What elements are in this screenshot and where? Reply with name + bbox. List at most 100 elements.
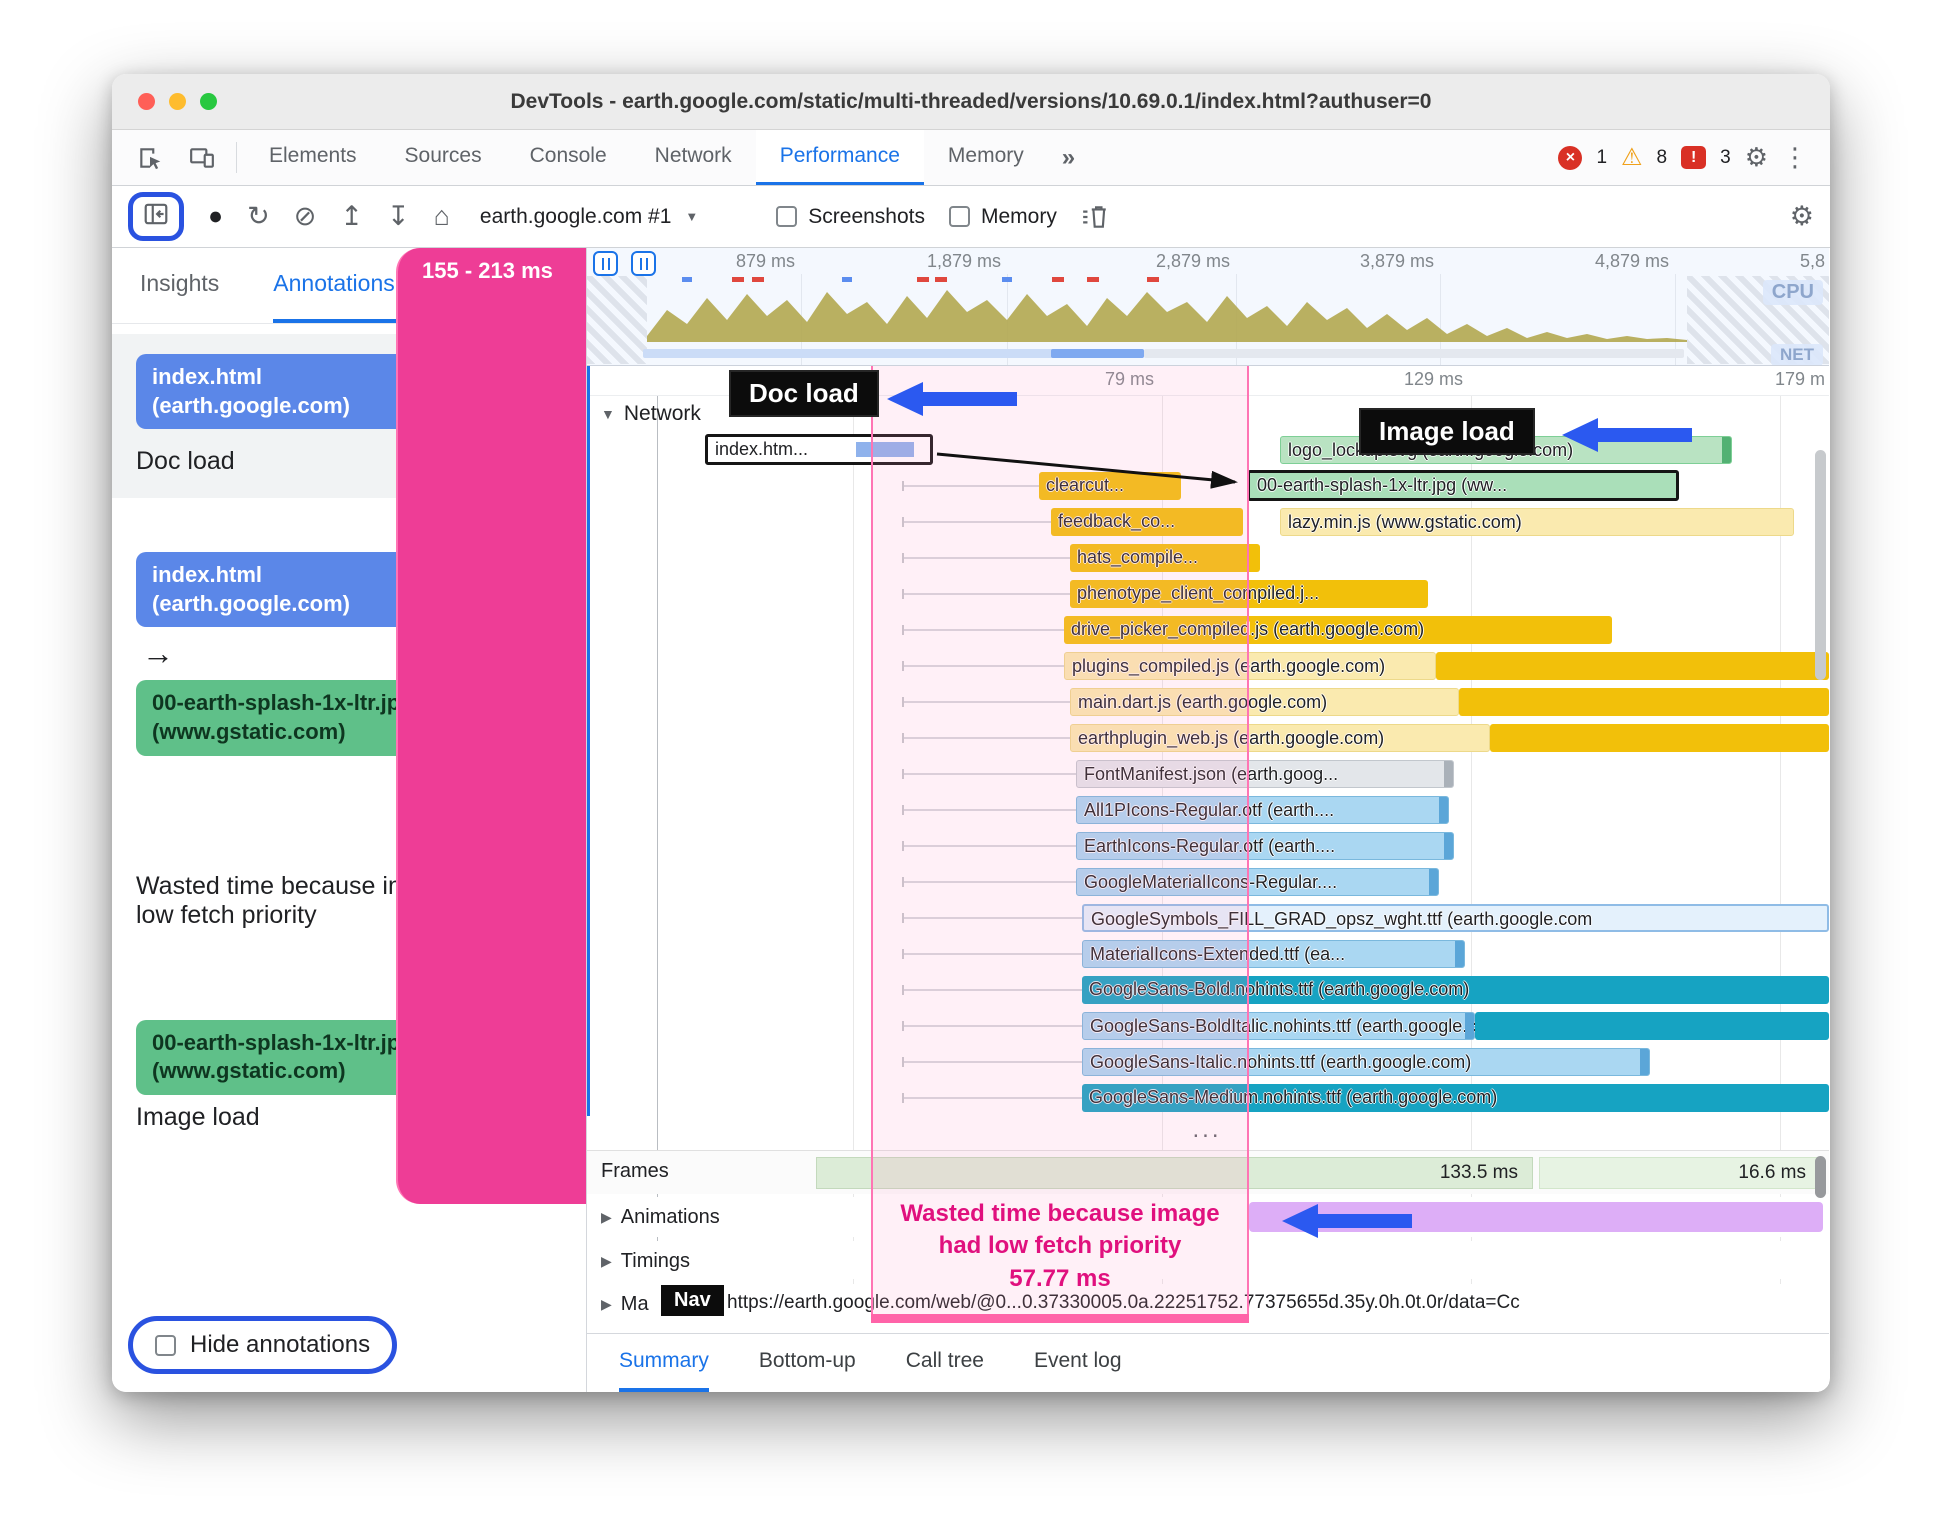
request-whisker [902, 1057, 1082, 1067]
overview-tick: 2,879 ms [1155, 251, 1230, 271]
annotation-card-doc-load[interactable]: index.html (earth.google.com) Doc load [112, 334, 586, 499]
tab-bottom-up[interactable]: Bottom-up [759, 1334, 856, 1392]
close-button[interactable] [138, 93, 155, 110]
expand-triangle-icon[interactable]: ▶ [601, 1209, 612, 1225]
range-handle-left[interactable] [593, 251, 618, 276]
network-request-bar[interactable]: GoogleSans-Bold.nohints.ttf (earth.googl… [1082, 976, 1829, 1004]
kebab-menu-icon[interactable]: ⋮ [1782, 142, 1808, 172]
network-request-bar[interactable]: EarthIcons-Regular.otf (earth.... [1076, 832, 1454, 860]
home-icon[interactable]: ⌂ [433, 201, 450, 231]
tab-console[interactable]: Console [506, 130, 631, 185]
trash-icon[interactable] [482, 373, 510, 410]
minimize-button[interactable] [169, 93, 186, 110]
network-request-bar[interactable]: GoogleMaterialIcons-Regular.... [1076, 868, 1439, 896]
request-whisker [902, 877, 1076, 887]
network-request-bar[interactable]: GoogleSans-Italic.nohints.ttf (earth.goo… [1082, 1048, 1650, 1076]
annotation-entry-pill[interactable]: 00-earth-splash-1x-ltr.jpg (www.gstatic.… [136, 680, 454, 756]
network-request-bar[interactable] [1475, 1012, 1829, 1040]
settings-gear-icon[interactable]: ⚙ [1744, 142, 1768, 172]
network-request-bar[interactable] [1490, 724, 1829, 752]
network-request-bar[interactable]: MaterialIcons-Extended.ttf (ea... [1082, 940, 1465, 968]
network-request-bar[interactable]: drive_picker_compiled.js (earth.google.c… [1064, 616, 1612, 644]
network-request-bar[interactable]: earthplugin_web.js (earth.google.com) [1070, 724, 1490, 752]
tab-annotations[interactable]: Annotations 4 [273, 248, 439, 323]
zoom-button[interactable] [200, 93, 217, 110]
network-request-bar[interactable]: 00-earth-splash-1x-ltr.jpg (ww... [1247, 470, 1679, 501]
annotation-card-image-load[interactable]: 00-earth-splash-1x-ltr.jpg (www.gstatic.… [112, 1000, 586, 1154]
nav-marker-badge[interactable]: Nav [661, 1285, 724, 1316]
expand-triangle-icon[interactable]: ▶ [601, 1296, 612, 1312]
image-load-annotation-label[interactable]: Image load [1359, 408, 1535, 455]
toggle-sidebar-icon[interactable] [142, 201, 170, 232]
network-request-bar[interactable]: index.htm... [705, 434, 933, 465]
blue-arrow-icon [1282, 1204, 1412, 1238]
network-request-bar[interactable] [1436, 652, 1829, 680]
screenshots-checkbox[interactable] [776, 206, 798, 227]
tab-performance[interactable]: Performance [755, 130, 924, 185]
main-thread-track[interactable]: ▶ Ma Nav https://earth.google.com/web/@0… [587, 1284, 1829, 1322]
timeline-overview[interactable]: 879 ms 1,879 ms 2,879 ms 3,879 ms 4,879 … [587, 248, 1829, 366]
tab-insights[interactable]: Insights [140, 248, 219, 323]
history-dropdown[interactable]: earth.google.com #1 ▼ [480, 205, 698, 229]
frame-bar[interactable]: 133.5 ms [816, 1157, 1533, 1189]
tab-sources[interactable]: Sources [381, 130, 506, 185]
expand-triangle-icon[interactable]: ▶ [601, 1253, 612, 1269]
capture-settings-gear-icon[interactable]: ⚙ [1789, 201, 1814, 231]
network-request-bar[interactable]: All1PIcons-Regular.otf (earth.... [1076, 796, 1449, 824]
frames-track[interactable]: Frames 133.5 ms 16.6 ms [587, 1150, 1829, 1194]
network-request-bar[interactable]: hats_compile... [1070, 544, 1260, 572]
tab-call-tree[interactable]: Call tree [906, 1334, 984, 1392]
reload-icon[interactable]: ↻ [247, 201, 270, 231]
network-request-bar[interactable]: phenotype_client_compiled.j... [1070, 580, 1428, 608]
network-overflow-indicator[interactable]: ... [1192, 1116, 1222, 1143]
overview-tick: 1,879 ms [926, 251, 1001, 271]
network-request-bar[interactable]: FontManifest.json (earth.goog... [1076, 760, 1454, 788]
annotation-card-time-range[interactable]: 155 - 213 ms Wasted time because image h… [112, 248, 586, 1204]
download-profile-icon[interactable]: ↧ [386, 201, 410, 231]
tab-summary[interactable]: Summary [619, 1334, 709, 1392]
more-tabs-icon[interactable]: » [1061, 143, 1076, 171]
network-lanes: index.htm...logo_lockup.svg (earth.googl… [587, 432, 1829, 1116]
network-request-bar[interactable]: plugins_compiled.js (earth.google.com) [1064, 652, 1436, 680]
network-request-label: GoogleSymbols_FILL_GRAD_opsz_wght.ttf (e… [1091, 909, 1593, 929]
tab-event-log[interactable]: Event log [1034, 1334, 1122, 1392]
doc-load-annotation-label[interactable]: Doc load [729, 370, 879, 417]
clear-icon[interactable]: ⊘ [293, 201, 317, 231]
device-toolbar-icon[interactable] [176, 130, 228, 185]
request-whisker [902, 661, 1064, 671]
network-request-bar[interactable] [1459, 688, 1829, 716]
hide-annotations-checkbox[interactable] [155, 1334, 176, 1356]
tracks-scrollbar-thumb[interactable] [1815, 1156, 1826, 1198]
upload-profile-icon[interactable]: ↥ [340, 201, 363, 231]
tab-elements[interactable]: Elements [245, 130, 381, 185]
network-lane: drive_picker_compiled.js (earth.google.c… [587, 612, 1829, 648]
annotation-entry-pill[interactable]: index.html (earth.google.com) [136, 354, 454, 430]
record-icon[interactable]: ● [208, 202, 224, 230]
network-request-bar[interactable]: feedback_co... [1051, 508, 1243, 536]
collapse-triangle-icon[interactable]: ▼ [601, 406, 615, 422]
inspect-element-icon[interactable] [124, 130, 176, 185]
network-request-bar[interactable]: clearcut... [1039, 472, 1181, 500]
network-track-header[interactable]: ▼ Network [587, 396, 1829, 432]
error-icon[interactable]: × [1558, 145, 1583, 170]
annotation-entry-pill[interactable]: 00-earth-splash-1x-ltr.jpg (www.gstatic.… [136, 1019, 454, 1095]
tab-memory[interactable]: Memory [924, 130, 1048, 185]
issues-icon[interactable]: ! [1681, 146, 1707, 169]
annotation-entry-pill[interactable]: index.html (earth.google.com) [136, 552, 454, 628]
warning-icon[interactable]: ⚠ [1621, 143, 1643, 171]
network-scrollbar-thumb[interactable] [1815, 450, 1826, 680]
frame-bar[interactable]: 16.6 ms [1539, 1157, 1821, 1189]
annotation-card-link[interactable]: index.html (earth.google.com) → 00-earth… [112, 532, 586, 777]
range-handle-right[interactable] [631, 251, 656, 276]
network-request-bar[interactable]: GoogleSymbols_FILL_GRAD_opsz_wght.ttf (e… [1082, 904, 1829, 932]
network-request-bar[interactable]: GoogleSans-Medium.nohints.ttf (earth.goo… [1082, 1084, 1829, 1112]
network-request-label: feedback_co... [1058, 511, 1176, 531]
network-request-bar[interactable]: main.dart.js (earth.google.com) [1070, 688, 1459, 716]
tab-network[interactable]: Network [631, 130, 756, 185]
network-request-bar[interactable]: lazy.min.js (www.gstatic.com) [1280, 508, 1794, 536]
network-request-bar[interactable]: GoogleSans-BoldItalic.nohints.ttf (earth… [1082, 1012, 1507, 1040]
memory-checkbox[interactable] [949, 206, 970, 227]
timings-track[interactable]: ▶ Timings [587, 1241, 1829, 1279]
network-request-label: index.htm... [715, 439, 809, 459]
collect-garbage-icon[interactable] [1081, 204, 1109, 230]
